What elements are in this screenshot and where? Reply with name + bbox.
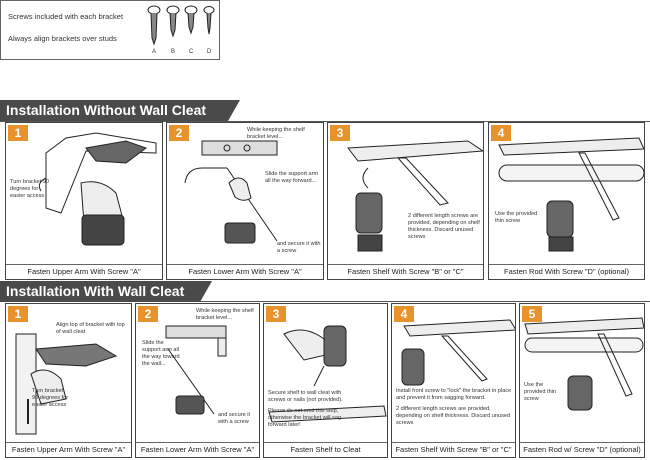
step-note: Turn bracket 90 degrees for easier acces… [10,179,49,199]
rod-drill-illustration [498,137,644,252]
step-note: Turn bracket 90 degrees for easier acces… [32,388,69,408]
step-badge: 3 [330,125,350,141]
step-badge: 1 [8,306,28,322]
step-note: Use the provided thin screw [524,382,557,402]
section-title-without-cleat: Installation Without Wall Cleat [0,100,228,121]
step-badge: 4 [394,306,414,322]
step-badge: 5 [522,306,542,322]
step-note: Install front screw to "lock" the bracke… [396,388,512,401]
step-badge: 2 [169,125,189,141]
step-caption: Fasten Upper Arm With Screw "A" [6,442,131,457]
step-panel-4: 4 Use the provided thin screw Fasten Rod… [488,122,645,280]
step-panel-2: 2 While keeping the shelf bracket level.… [166,122,324,280]
step-caption: Fasten Upper Arm With Screw "A" [6,264,162,279]
step-note: While keeping the shelf bracket level... [196,308,254,321]
step-panel-3: 3 2 different length screws are provided… [327,122,484,280]
banner-tail [200,281,212,302]
screws-icon [147,5,215,46]
step-panel-1: 1 Turn bracket 90 degrees for easier acc… [5,122,163,280]
step-note: Align top of bracket with top of wall cl… [56,322,125,335]
screw-label-c: C [189,49,194,55]
step-note: Please do not omit this step, otherwise … [268,408,342,428]
step-note: Slide the support arm all the way toward… [142,340,180,367]
step-caption: Fasten Lower Arm With Screw "A" [136,442,259,457]
screw-label-a: A [152,49,157,55]
step-note: Use the provided thin screw [495,211,538,224]
screw-label-d: D [207,49,212,55]
step-panel-2: 2 While keeping the shelf bracket level.… [135,303,260,458]
level-cleat-illustration [165,325,227,415]
step-panel-5: 5 Use the provided thin screw Fasten Rod… [519,303,645,458]
section-divider [0,301,650,302]
step-badge: 2 [138,306,158,322]
step-panel-4: 4 Install front screw to "lock" the brac… [391,303,516,458]
cleat-drill-illustration [268,325,387,423]
section-divider [0,121,650,122]
shelf-lock-illustration [401,319,515,386]
step-caption: Fasten Shelf With Screw "B" or "C" [392,442,515,457]
step-note: and secure it with a screw [277,241,321,254]
step-caption: Fasten Shelf With Screw "B" or "C" [328,264,483,279]
align-studs-note: Always align brackets over studs [8,34,117,43]
step-note: While keeping the shelf bracket level... [247,127,305,140]
step-panel-3: 3 Secure shelf to wall cleat with screws… [263,303,388,458]
screw-label-b: B [171,49,176,55]
level-bracket-illustration [184,140,278,244]
step-badge: 1 [8,125,28,141]
step-panel-1: 1 Align top of bracket with top of wall … [5,303,132,458]
screws-info-box: Screws included with each bracket Always… [0,0,220,60]
rod-illustration [524,317,644,411]
step-badge: 3 [266,306,286,322]
step-badge: 4 [491,125,511,141]
step-caption: Fasten Shelf to Cleat [264,442,387,457]
step-note: 2 different length screws are provided, … [396,406,511,426]
section-title-with-cleat: Installation With Wall Cleat [0,281,200,302]
cleat-bracket-illustration [15,333,118,435]
step-caption: Fasten Lower Arm With Screw "A" [167,264,323,279]
banner-tail [228,100,240,121]
step-note: 2 different length screws are provided, … [408,213,480,240]
screws-included-note: Screws included with each bracket [8,12,124,21]
bracket-drill-illustration [38,132,157,246]
step-caption: Fasten Rod w/ Screw "D" (optional) [520,442,644,457]
step-note: Slide the support arm all the way forwar… [265,171,319,184]
step-note: Secure shelf to wall cleat with screws o… [268,390,343,403]
step-caption: Fasten Rod With Screw "D" (optional) [489,264,644,279]
step-note: and secure it with a screw [218,412,251,425]
shelf-drill-illustration [347,140,483,252]
